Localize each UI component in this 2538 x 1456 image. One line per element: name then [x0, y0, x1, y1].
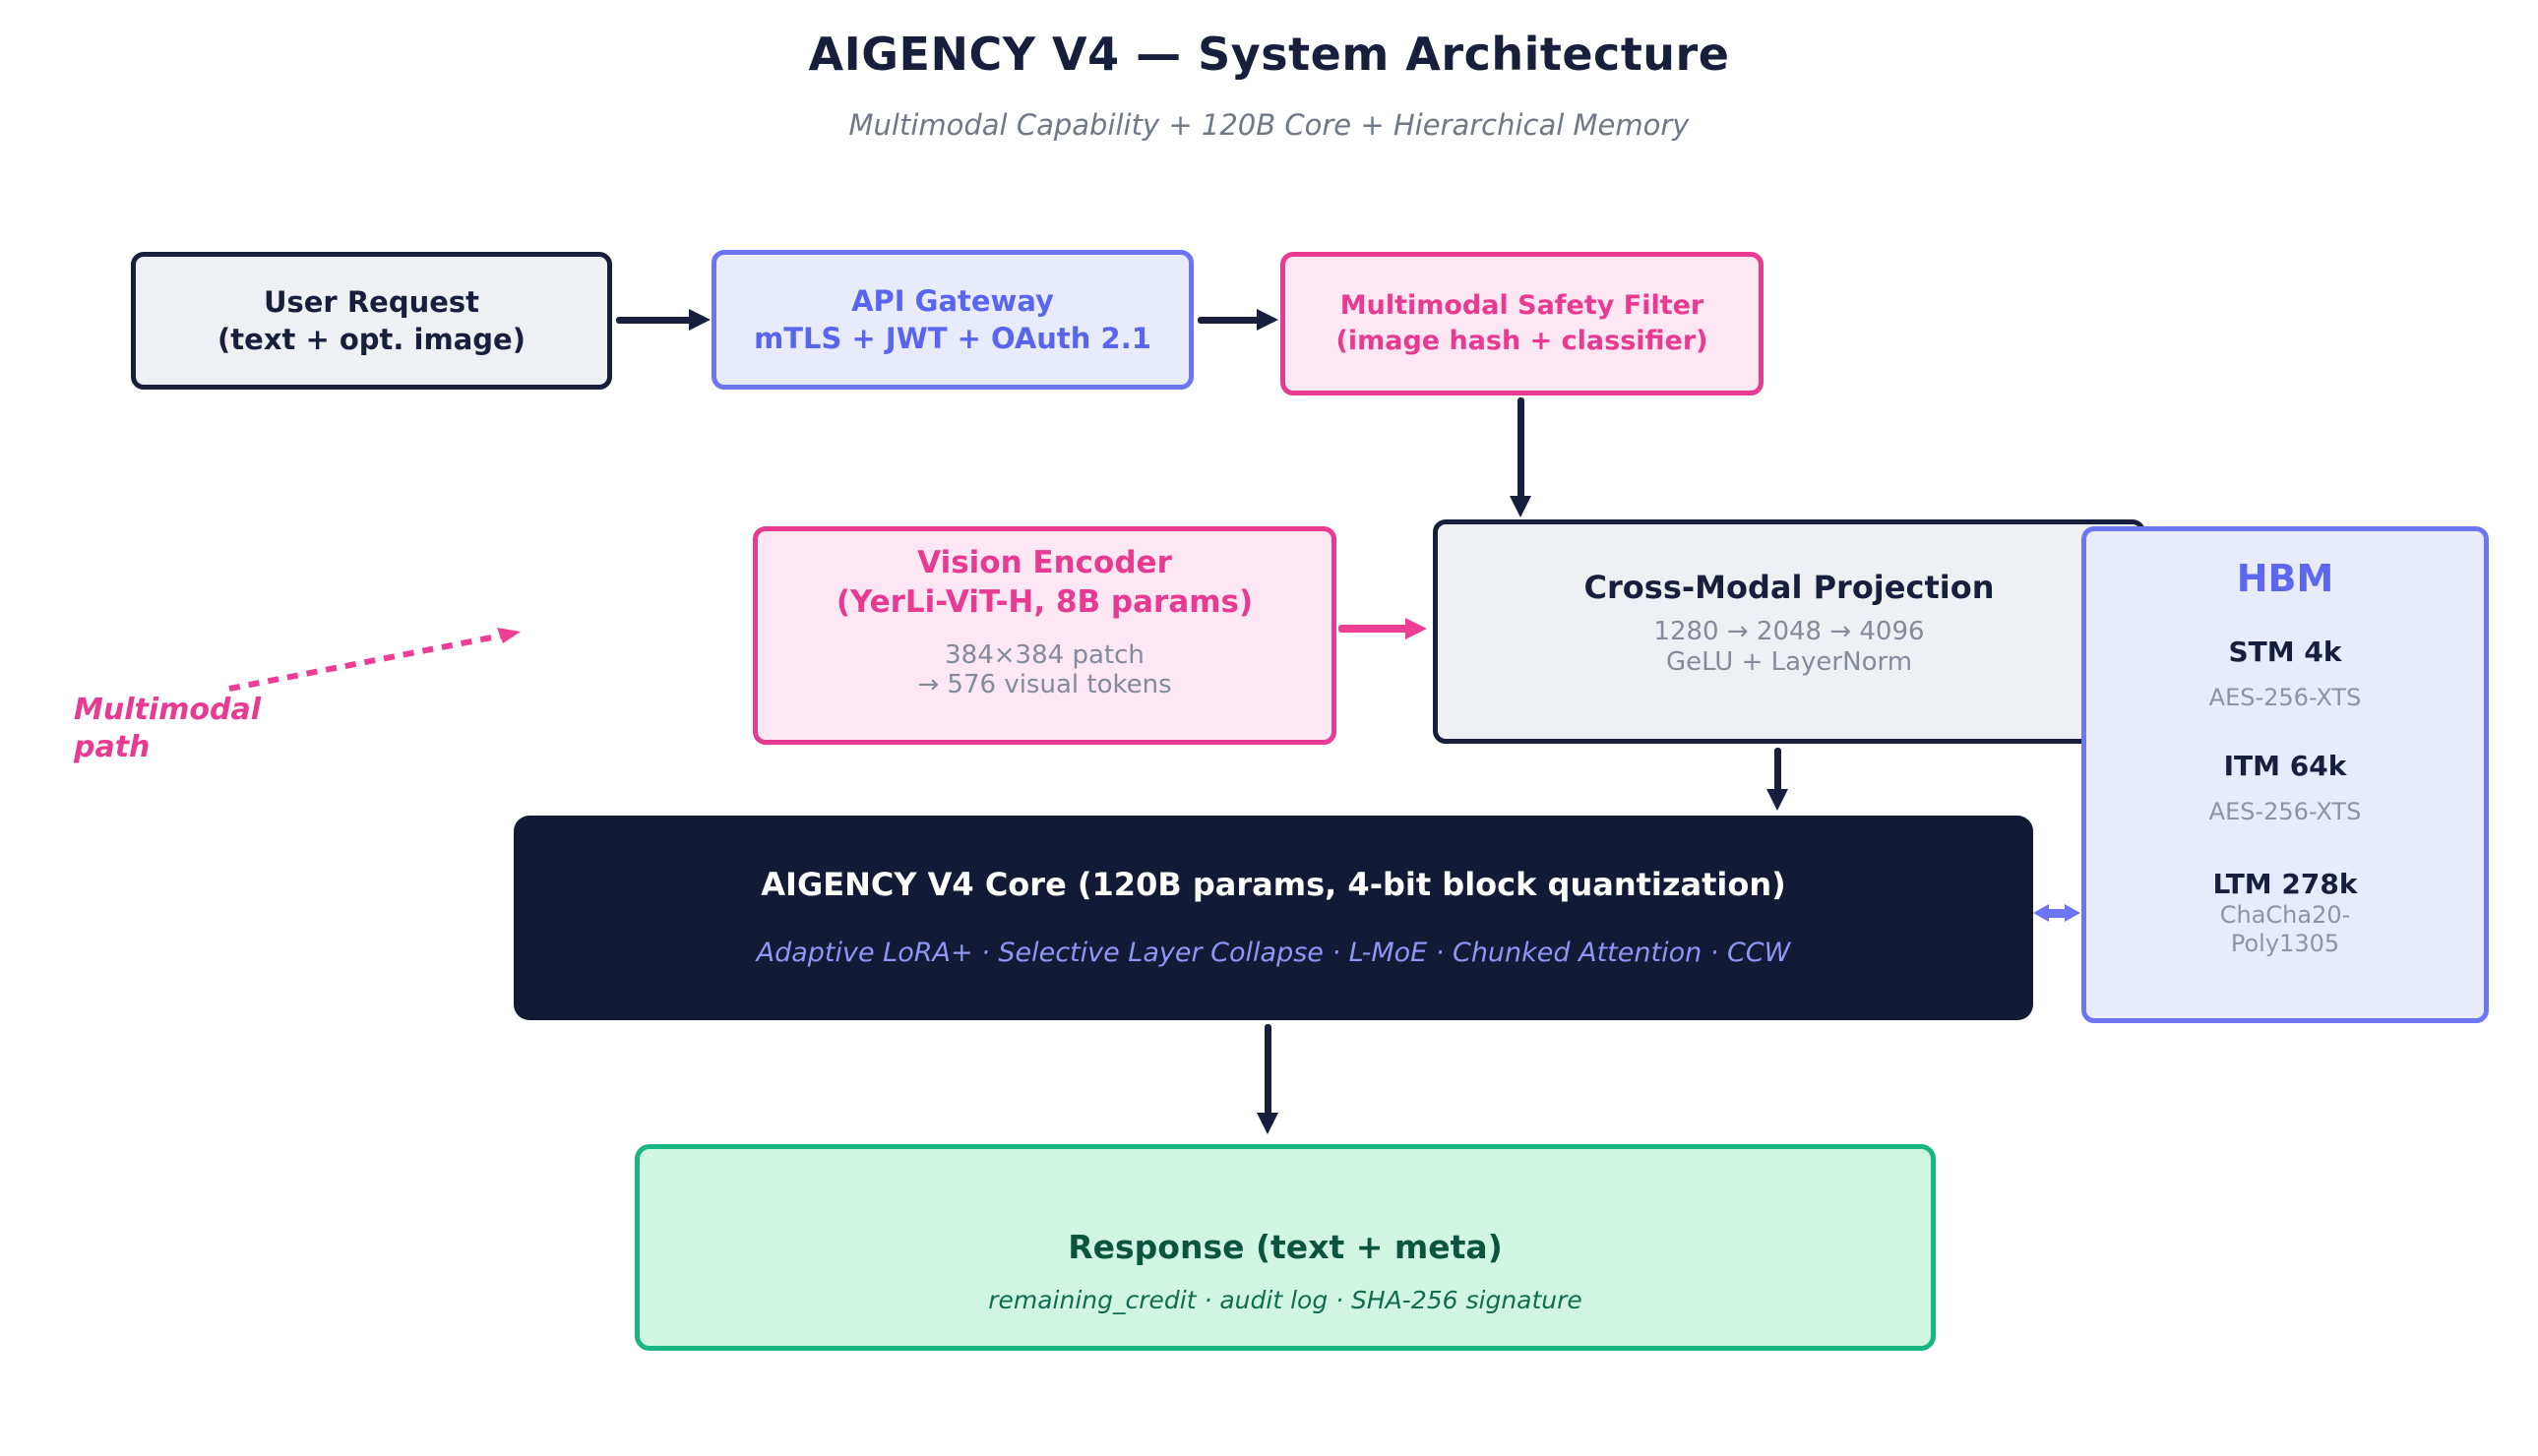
- response-title: Response (text + meta): [1068, 1228, 1503, 1266]
- arrowhead-right-icon: [497, 628, 521, 643]
- core-subtitle: Adaptive LoRA+ · Selective Layer Collaps…: [756, 937, 1791, 968]
- node-response: Response (text + meta) remaining_credit …: [635, 1144, 1936, 1351]
- node-user-request: User Request (text + opt. image): [131, 252, 612, 390]
- node-api-gateway: API Gateway mTLS + JWT + OAuth 2.1: [712, 250, 1194, 390]
- arrow-shaft: [1198, 317, 1261, 324]
- arrow-shaft: [1774, 748, 1781, 791]
- hbm-tier-cipher: AES-256-XTS: [2208, 798, 2362, 825]
- arrow-shaft: [2045, 909, 2071, 918]
- arrowhead-right-icon: [1257, 309, 1278, 331]
- safety-filter-title: Multimodal Safety Filter: [1339, 290, 1704, 322]
- arrowhead-left-icon: [2033, 904, 2049, 922]
- arrow-shaft: [1338, 625, 1407, 633]
- hbm-title: HBM: [2236, 557, 2334, 600]
- user-request-detail: (text + opt. image): [217, 323, 526, 356]
- node-vision-encoder: Vision Encoder (YerLi-ViT-H, 8B params) …: [753, 526, 1336, 745]
- arrowhead-right-icon: [2065, 904, 2080, 922]
- vision-encoder-detail-line2: → 576 visual tokens: [917, 670, 1172, 700]
- hbm-tier-cipher: AES-256-XTS: [2208, 684, 2362, 711]
- page-subtitle: Multimodal Capability + 120B Core + Hier…: [848, 108, 1690, 142]
- dotted-multimodal-path-arrow: [228, 628, 521, 692]
- arrowhead-down-icon: [1766, 789, 1788, 811]
- arrow-shaft: [616, 317, 693, 324]
- arrow-shaft: [1265, 1024, 1271, 1115]
- arrow-shaft: [1517, 397, 1524, 498]
- vision-encoder-detail-line1: 384×384 patch: [945, 639, 1145, 670]
- hbm-tier-name: STM 4k: [2228, 636, 2342, 668]
- node-multimodal-safety-filter: Multimodal Safety Filter (image hash + c…: [1280, 252, 1764, 395]
- node-aigency-core: AIGENCY V4 Core (120B params, 4-bit bloc…: [514, 816, 2033, 1020]
- vision-encoder-title-line1: Vision Encoder: [917, 545, 1172, 580]
- arrowhead-right-icon: [1405, 618, 1427, 639]
- hbm-tier-name: LTM 278k: [2212, 868, 2358, 900]
- user-request-title: User Request: [263, 284, 480, 319]
- vision-encoder-title-line2: (YerLi-ViT-H, 8B params): [836, 584, 1254, 621]
- page-title: AIGENCY V4 — System Architecture: [808, 28, 1730, 81]
- arrowhead-down-icon: [1510, 496, 1531, 517]
- hbm-tier-cipher: ChaCha20-Poly1305: [2086, 901, 2484, 958]
- response-subtitle: remaining_credit · audit log · SHA-256 s…: [988, 1286, 1582, 1314]
- hbm-tier-name: ITM 64k: [2223, 750, 2347, 782]
- hbm-tier-cipher-text: ChaCha20-Poly1305: [2219, 901, 2351, 957]
- cross-modal-detail-line1: 1280 → 2048 → 4096: [1653, 617, 1925, 646]
- node-hbm-memory: HBM STM 4k AES-256-XTS ITM 64k AES-256-X…: [2081, 526, 2489, 1023]
- core-title: AIGENCY V4 Core (120B params, 4-bit bloc…: [761, 866, 1786, 903]
- node-cross-modal-projection: Cross-Modal Projection 1280 → 2048 → 409…: [1433, 519, 2145, 744]
- cross-modal-title: Cross-Modal Projection: [1583, 569, 1995, 606]
- api-gateway-detail: mTLS + JWT + OAuth 2.1: [754, 322, 1151, 355]
- arrowhead-down-icon: [1257, 1113, 1278, 1134]
- cross-modal-detail-line2: GeLU + LayerNorm: [1665, 646, 1913, 677]
- api-gateway-title: API Gateway: [851, 283, 1054, 318]
- multimodal-path-label: Multimodal path: [74, 693, 261, 764]
- dotted-arrow-shaft: [228, 632, 508, 692]
- safety-filter-detail: (image hash + classifier): [1335, 326, 1708, 356]
- arrowhead-right-icon: [689, 309, 711, 331]
